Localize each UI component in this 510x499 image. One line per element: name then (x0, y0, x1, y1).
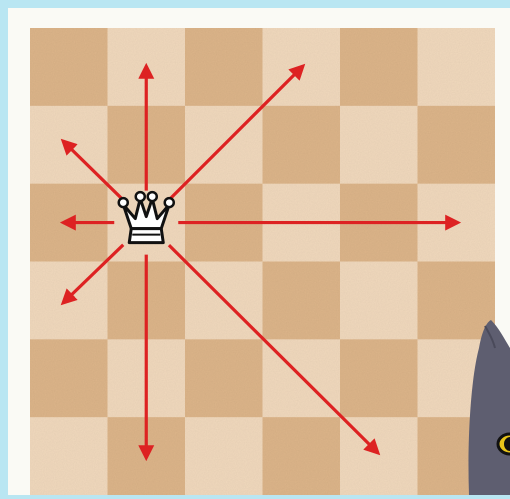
board-square[interactable] (340, 262, 418, 340)
board-square[interactable] (263, 417, 341, 495)
board-square[interactable] (185, 339, 263, 417)
chess-board[interactable] (30, 28, 495, 495)
cat-character (465, 318, 510, 495)
board-square[interactable] (340, 339, 418, 417)
board-square[interactable] (30, 417, 108, 495)
board-square[interactable] (263, 262, 341, 340)
board-square[interactable] (185, 417, 263, 495)
board-square[interactable] (30, 262, 108, 340)
cat-eye-icon (498, 434, 510, 454)
board-square[interactable] (340, 106, 418, 184)
board-squares (30, 28, 495, 495)
board-canvas (30, 28, 495, 495)
board-square[interactable] (30, 28, 108, 106)
board-square[interactable] (418, 28, 496, 106)
board-square[interactable] (263, 106, 341, 184)
board-square[interactable] (340, 28, 418, 106)
board-square[interactable] (30, 339, 108, 417)
board-square[interactable] (418, 106, 496, 184)
board-square[interactable] (185, 28, 263, 106)
